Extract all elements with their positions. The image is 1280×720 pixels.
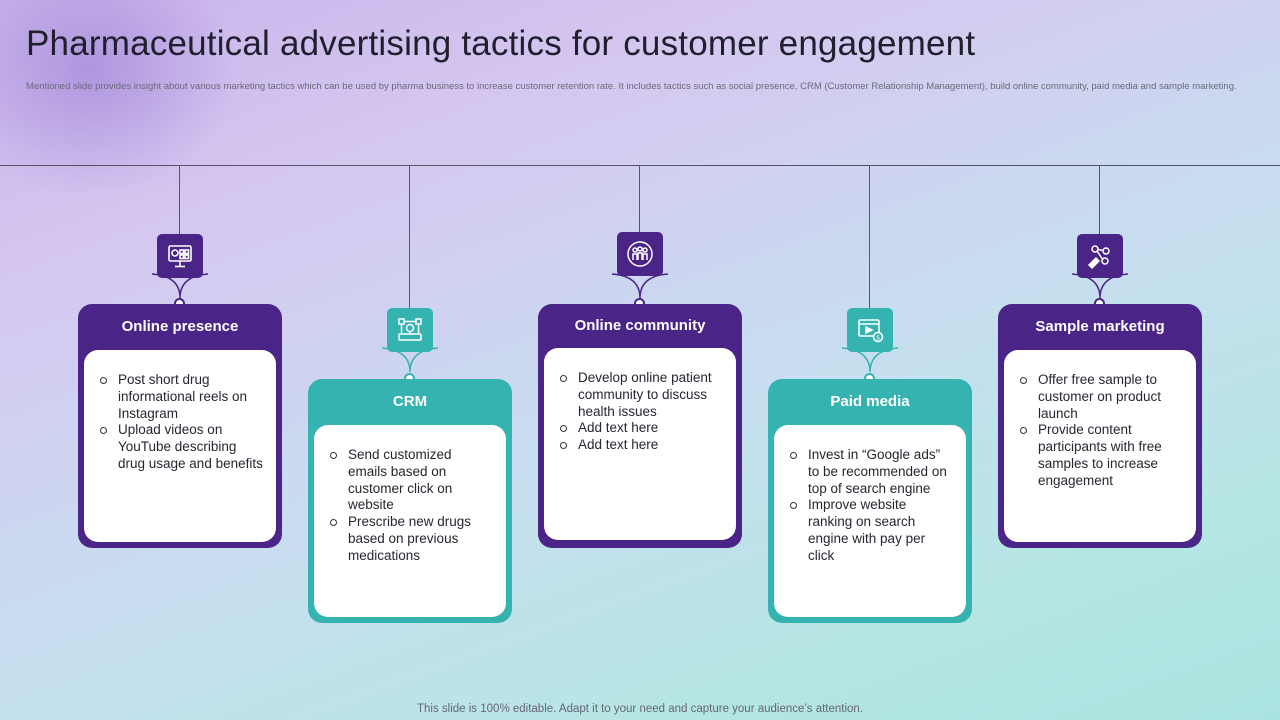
tactic-card: CRM Send customized emails based on cust… [308,379,512,623]
slide-subtitle: Mentioned slide provides insight about v… [26,81,1237,92]
list-item: Invest in “Google ads” to be recommended… [788,447,954,497]
social-media-monitor-icon [157,234,203,278]
tactic-online-community: Online community Develop online patient … [538,0,742,720]
list-item: Post short drug informational reels on I… [98,372,264,422]
list-item: Add text here [558,420,724,437]
card-body: Develop online patient community to disc… [544,348,736,540]
tactic-paid-media: $ Paid media Invest in “Google ads” to b… [768,0,972,720]
tactic-card: Paid media Invest in “Google ads” to be … [768,379,972,623]
card-body: Offer free sample to customer on product… [1004,350,1196,542]
tactic-sample-marketing: Sample marketing Offer free sample to cu… [998,0,1202,720]
paid-video-ad-icon: $ [847,308,893,352]
list-item: Offer free sample to customer on product… [1018,372,1184,422]
list-item: Improve website ranking on search engine… [788,497,954,564]
card-body: Invest in “Google ads” to be recommended… [774,425,966,617]
tactic-online-presence: Online presence Post short drug informat… [78,0,282,720]
connector-stem [409,166,410,308]
tactic-card: Online community Develop online patient … [538,304,742,548]
card-title: Online community [574,317,706,334]
community-group-icon [617,232,663,276]
card-title: Online presence [121,318,239,335]
card-title: Sample marketing [1035,318,1165,335]
connector-funnel [1071,273,1129,298]
card-body: Send customized emails based on customer… [314,425,506,617]
connector-funnel [611,273,669,298]
card-title: CRM [392,393,428,410]
connector-funnel [381,347,439,372]
list-item: Develop online patient community to disc… [558,370,724,420]
list-item: Prescribe new drugs based on previous me… [328,514,494,564]
connector-stem [869,166,870,308]
card-body: Post short drug informational reels on I… [84,350,276,542]
tactic-card: Online presence Post short drug informat… [78,304,282,548]
tactic-card: Sample marketing Offer free sample to cu… [998,304,1202,548]
slide-title: Pharmaceutical advertising tactics for c… [26,24,976,63]
connector-stem [1099,166,1100,234]
slide-footer: This slide is 100% editable. Adapt it to… [416,703,864,715]
sample-share-icon [1077,234,1123,278]
connector-funnel [151,273,209,298]
tactic-crm: CRM Send customized emails based on cust… [308,0,512,720]
connector-stem [179,166,180,234]
list-item: Add text here [558,437,724,454]
connector-stem [639,166,640,232]
connector-funnel [841,347,899,372]
svg-text:$: $ [876,335,880,342]
list-item: Send customized emails based on customer… [328,447,494,514]
crm-network-icon [387,308,433,352]
timeline-line [0,165,1280,166]
list-item: Upload videos on YouTube describing drug… [98,422,264,472]
list-item: Provide content participants with free s… [1018,422,1184,489]
card-title: Paid media [830,393,910,410]
